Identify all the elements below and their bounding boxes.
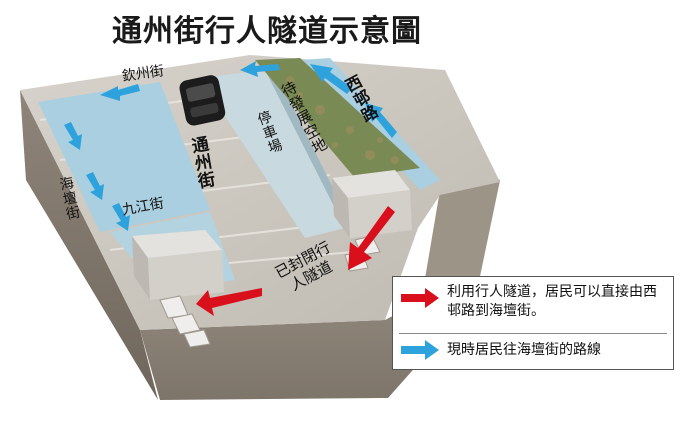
- legend: 利用行人隧道，居民可以直接由西邨路到海壇街。 現時居民往海壇街的路線: [392, 276, 674, 370]
- stair-entrance-east: [332, 170, 412, 238]
- blue-arrow-3: [86, 172, 104, 200]
- blue-arrow-7: [240, 61, 280, 77]
- diagram-title: 通州街行人隧道示意圖: [112, 14, 422, 49]
- red-arrow-icon: [401, 288, 439, 308]
- stair-entrance-west: [132, 230, 224, 300]
- legend-tunnel-text: 利用行人隧道，居民可以直接由西邨路到海壇街。: [447, 284, 657, 319]
- red-arrow-descend: [348, 206, 395, 270]
- car-park-edge: [265, 70, 352, 228]
- blue-arrow-icon: [401, 340, 439, 360]
- vacant-site-texture: [286, 76, 399, 164]
- legend-current-text: 現時居民往海壇街的路線: [447, 342, 601, 358]
- blue-arrow-6: [365, 103, 397, 138]
- vacant-site: [255, 58, 420, 178]
- blue-arrow-2: [64, 122, 82, 150]
- car-park-block: [200, 70, 345, 238]
- tunnel-route-arrows: [196, 206, 395, 316]
- block-left-side: [20, 90, 158, 400]
- current-route-arrows: [64, 61, 397, 231]
- blue-arrow-5: [310, 64, 352, 94]
- red-arrow-tunnel: [196, 288, 262, 316]
- blue-arrow-1: [100, 84, 140, 101]
- blue-arrow-4: [112, 203, 130, 231]
- legend-row-current: 現時居民往海壇街的路線: [393, 339, 673, 365]
- legend-divider: [399, 333, 667, 334]
- car: [179, 75, 226, 126]
- residential-area-block: [38, 82, 210, 232]
- legend-row-tunnel: 利用行人隧道，居民可以直接由西邨路到海壇街。: [393, 283, 673, 329]
